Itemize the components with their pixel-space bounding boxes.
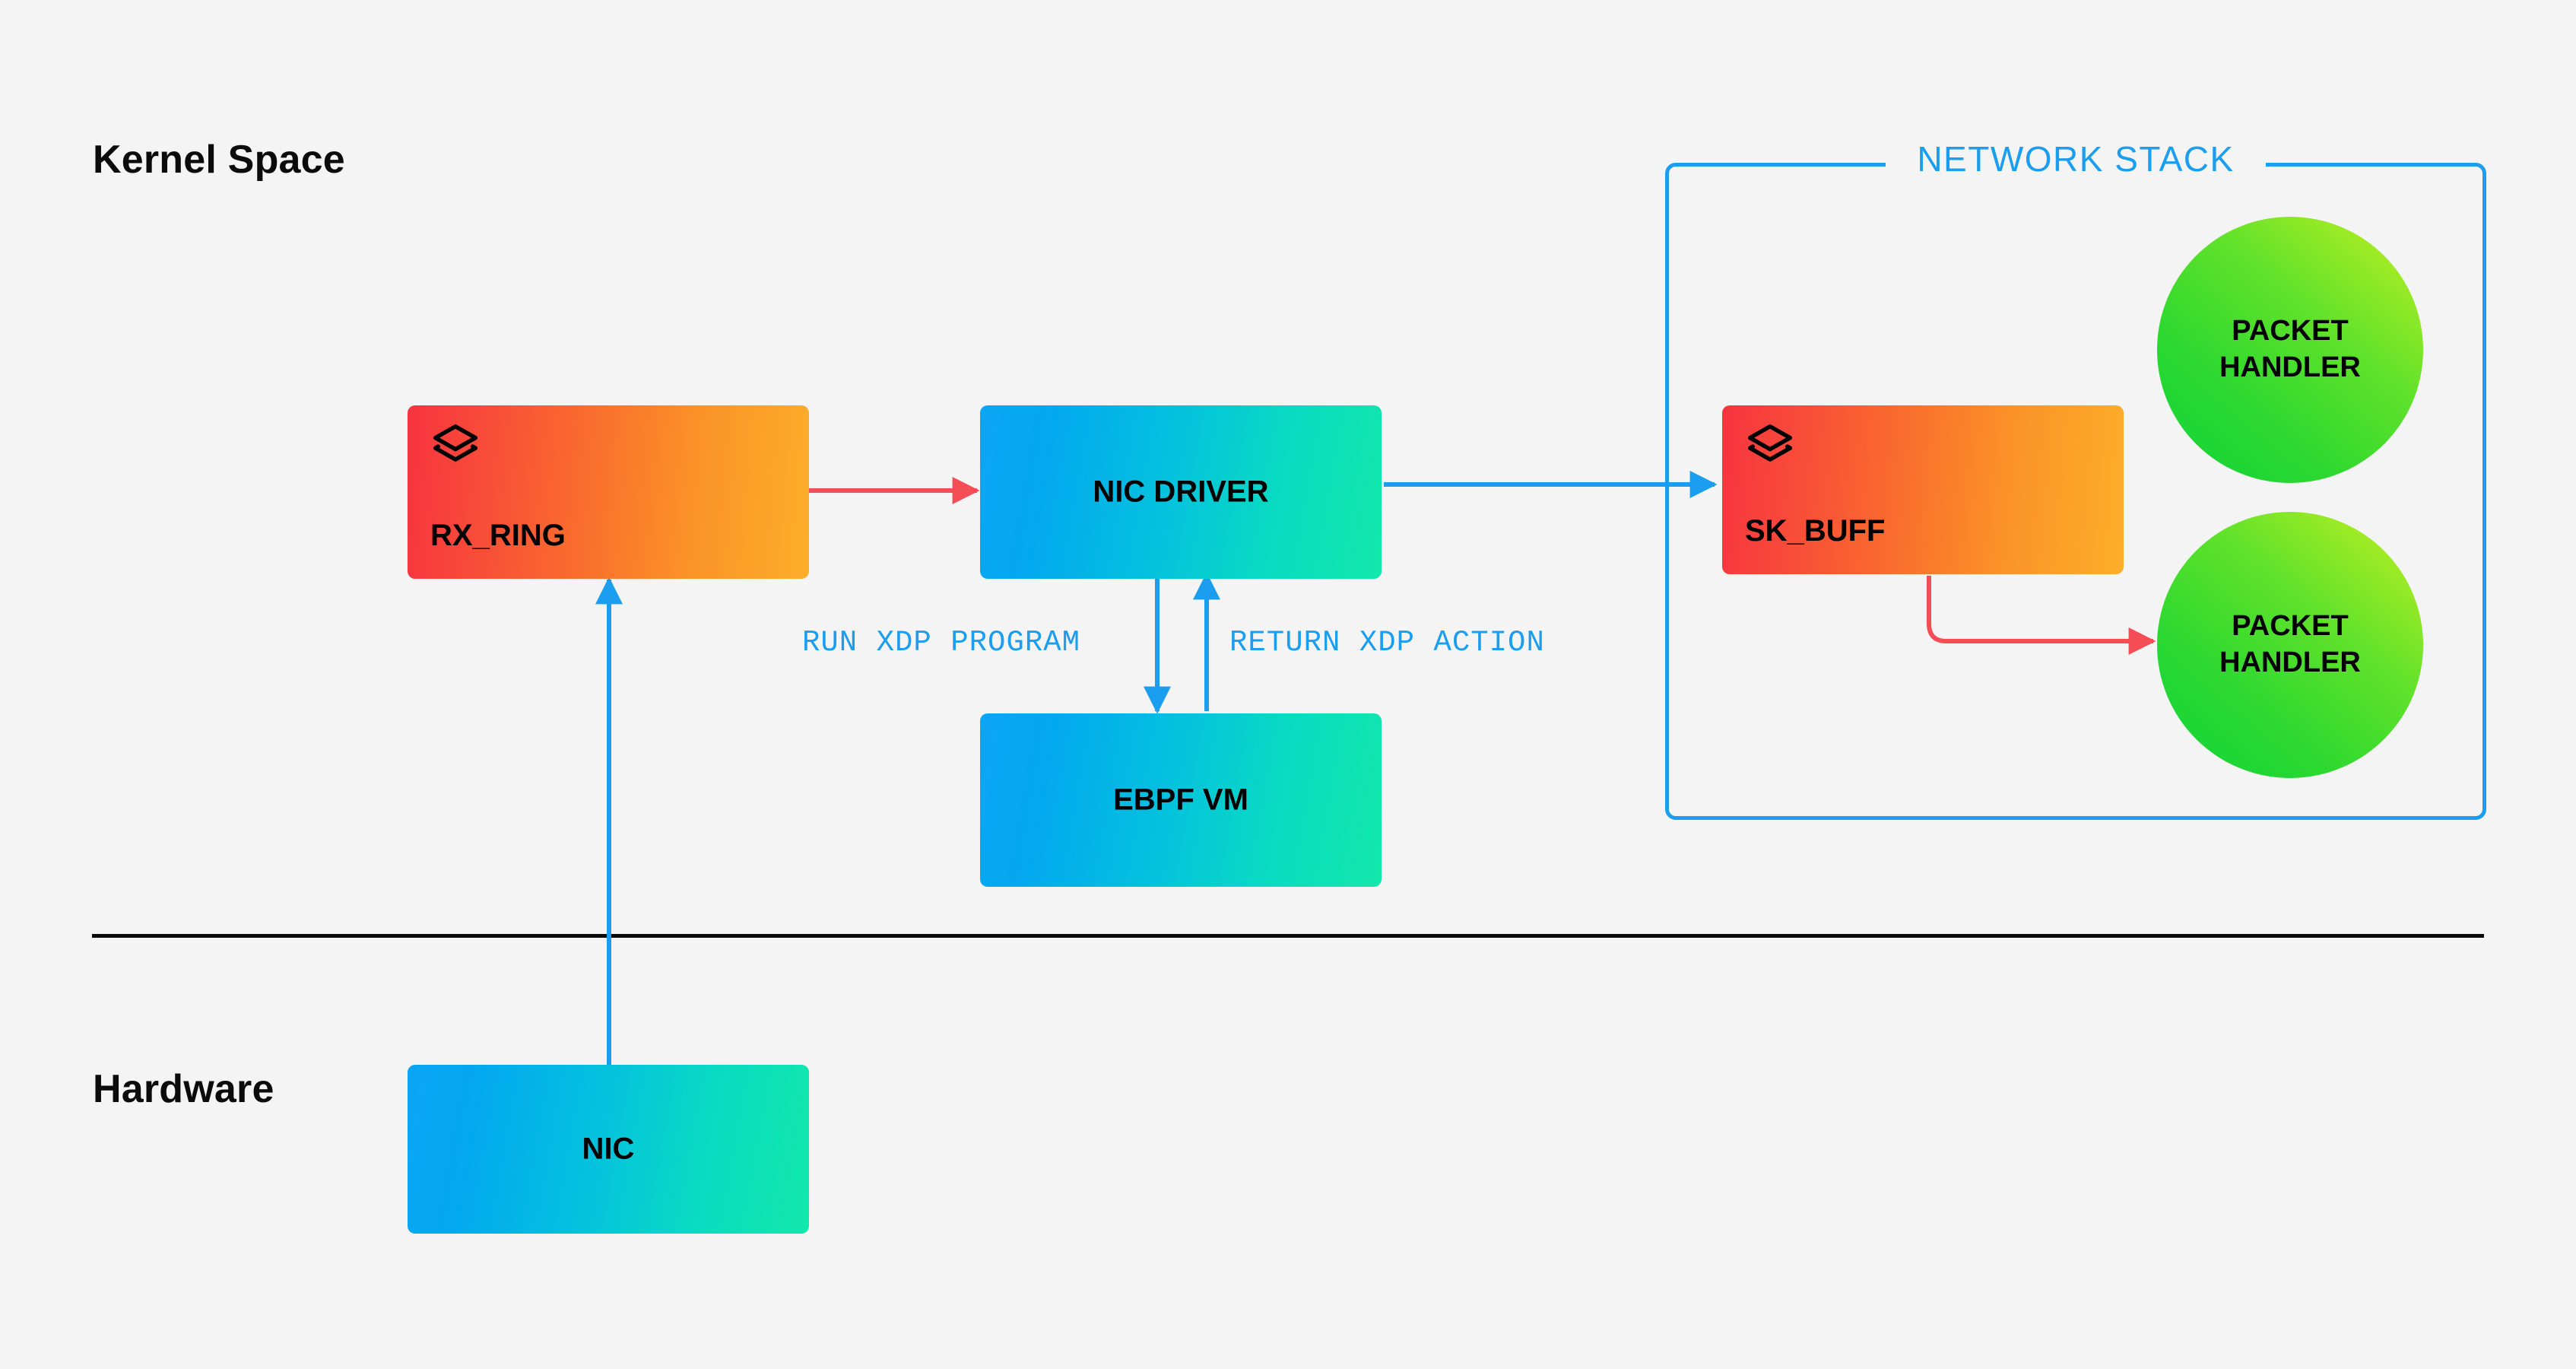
network-stack-title-gap (1886, 152, 2266, 178)
node-sk-buff[interactable]: SK_BUFF (1722, 405, 2124, 574)
node-packet-handler-top-label: PACKET HANDLER (2219, 315, 2361, 383)
layers-icon (1745, 422, 1795, 469)
node-nic-label: NIC (582, 1132, 635, 1166)
network-stack-title: NETWORK STACK (1917, 139, 2235, 179)
node-packet-handler-bottom[interactable]: PACKET HANDLER (2157, 512, 2423, 778)
edge-label-return-xdp-action: RETURN XDP ACTION (1229, 626, 1545, 659)
kernel-hardware-divider (92, 934, 2484, 938)
node-ebpf-vm-label: EBPF VM (1113, 783, 1248, 817)
node-ebpf-vm[interactable]: EBPF VM (980, 713, 1382, 887)
node-nic-driver-label: NIC DRIVER (1093, 475, 1269, 509)
node-rx-ring[interactable]: RX_RING (408, 405, 809, 579)
node-sk-buff-label: SK_BUFF (1745, 514, 1886, 548)
node-packet-handler-bottom-label: PACKET HANDLER (2219, 610, 2361, 678)
node-rx-ring-label: RX_RING (430, 519, 566, 552)
layers-icon (430, 422, 481, 469)
kernel-space-label: Kernel Space (93, 138, 345, 182)
hardware-label: Hardware (93, 1067, 274, 1111)
node-packet-handler-top[interactable]: PACKET HANDLER (2157, 217, 2423, 483)
node-nic[interactable]: NIC (408, 1065, 809, 1234)
node-nic-driver[interactable]: NIC DRIVER (980, 405, 1382, 579)
edge-label-run-xdp-program: RUN XDP PROGRAM (802, 626, 1081, 659)
